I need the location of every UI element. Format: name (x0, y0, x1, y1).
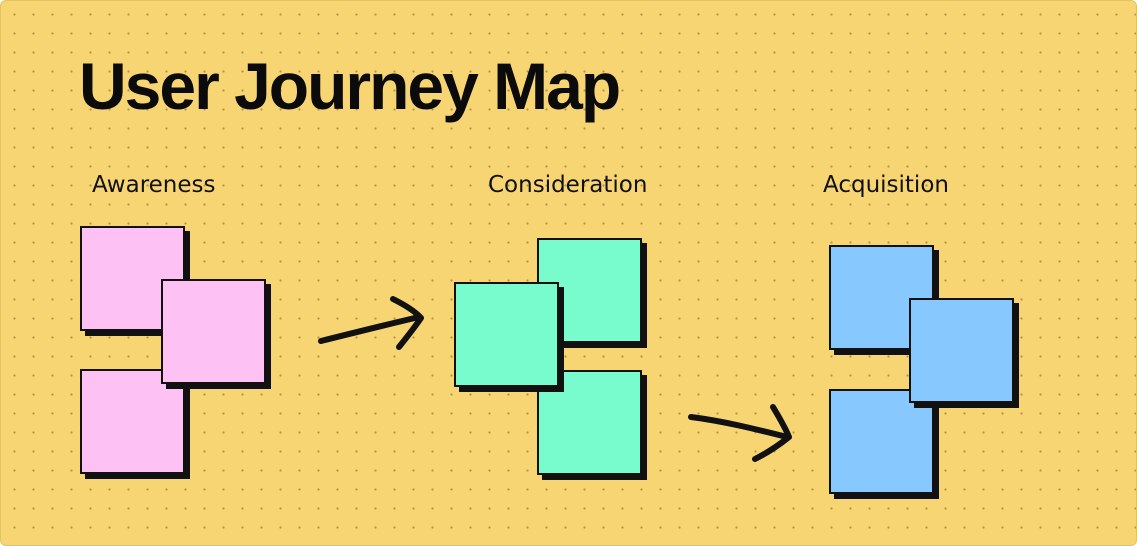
arrow-right-icon (688, 404, 792, 462)
board-title: User Journey Map (79, 49, 621, 123)
sticky-note-consideration-2[interactable] (454, 282, 559, 387)
sticky-note-awareness-2[interactable] (161, 279, 266, 384)
sticky-note-consideration-3[interactable] (537, 370, 642, 475)
stage-label-consideration: Consideration (488, 172, 648, 198)
stage-label-acquisition: Acquisition (823, 172, 949, 198)
sticky-note-awareness-1[interactable] (80, 226, 185, 331)
stage-label-awareness: Awareness (92, 172, 216, 198)
sticky-note-acquisition-2[interactable] (909, 298, 1014, 403)
sticky-note-awareness-3[interactable] (80, 369, 185, 474)
sticky-note-acquisition-3[interactable] (829, 389, 934, 494)
arrow-right-icon (318, 296, 424, 350)
